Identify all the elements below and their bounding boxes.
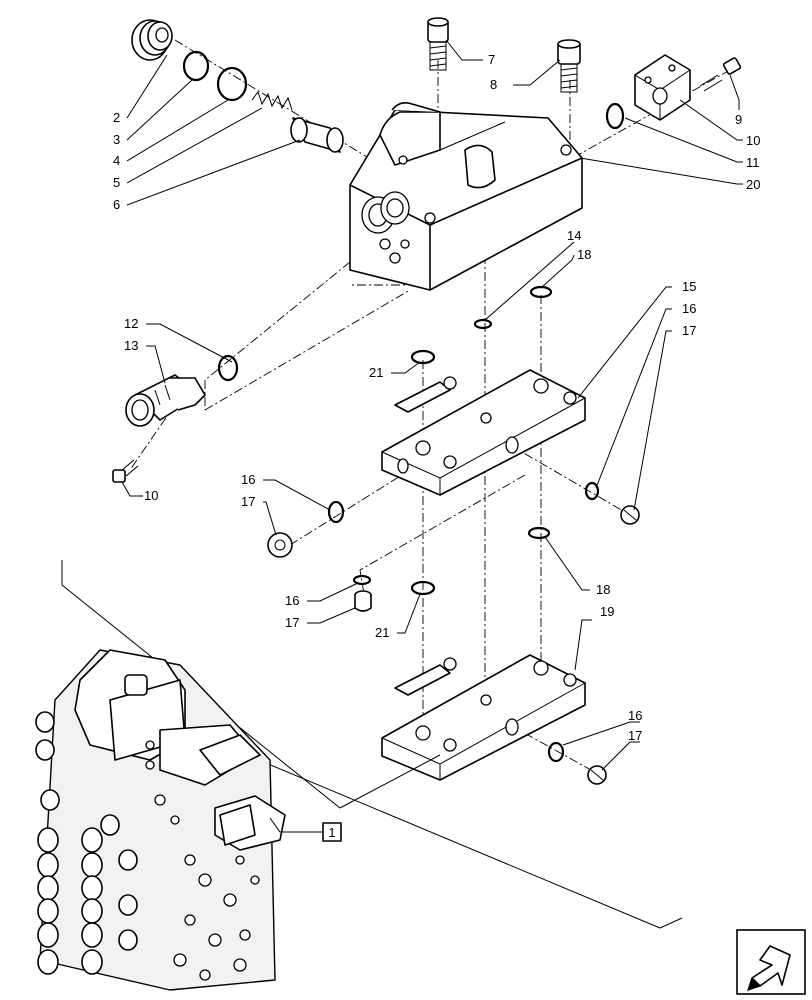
callout-10-bottom: 10 <box>144 488 158 503</box>
callout-4: 4 <box>113 153 120 168</box>
plug-17-mid <box>354 590 372 612</box>
callout-13: 13 <box>124 338 138 353</box>
callout-18-top: 18 <box>577 247 591 262</box>
solenoid-13 <box>125 374 206 427</box>
o-ring-18-upper <box>529 285 553 299</box>
callout-20: 20 <box>746 177 760 192</box>
callout-10-top: 10 <box>746 133 760 148</box>
piston-6 <box>290 117 344 153</box>
o-ring-18-lower <box>527 526 551 540</box>
screw-10-lower <box>112 459 139 483</box>
o-ring-11 <box>605 102 625 130</box>
valve-block-20 <box>349 102 583 291</box>
callout-15: 15 <box>682 279 696 294</box>
callout-16-bottom: 16 <box>628 708 642 723</box>
valve-spools <box>35 711 138 975</box>
callout-17-mid: 17 <box>285 615 299 630</box>
o-ring-16-left <box>327 500 345 524</box>
screw-9 <box>699 57 742 92</box>
o-ring-21-lower <box>410 580 436 596</box>
callout-6: 6 <box>113 197 120 212</box>
plug-17-left <box>267 532 293 558</box>
callout-8: 8 <box>490 77 497 92</box>
o-ring-16-mid <box>352 574 372 586</box>
callout-7: 7 <box>488 52 495 67</box>
plug-17-bottom <box>587 765 607 785</box>
assembly-centerlines <box>129 39 731 776</box>
valve-body-holes <box>145 740 260 981</box>
o-ring-12 <box>217 354 239 382</box>
callout-16-right: 16 <box>682 301 696 316</box>
callout-16-mid: 16 <box>285 593 299 608</box>
callout-12: 12 <box>124 316 138 331</box>
flange-plate-10 <box>634 54 691 121</box>
callout-5: 5 <box>113 175 120 190</box>
callout-17-right: 17 <box>682 323 696 338</box>
plate-19 <box>381 654 586 781</box>
callout-1-box <box>322 822 342 842</box>
callout-3: 3 <box>113 132 120 147</box>
callout-17-left: 17 <box>241 494 255 509</box>
callout-11: 11 <box>746 155 760 170</box>
plate-15 <box>381 369 586 496</box>
arrow-navigation-icon[interactable] <box>736 929 806 995</box>
leader-lines <box>121 39 743 833</box>
o-ring-3 <box>182 50 210 82</box>
o-ring-21-upper <box>410 349 436 365</box>
callout-21-bottom: 21 <box>375 625 389 640</box>
callout-16-left: 16 <box>241 472 255 487</box>
callout-labels: 2 3 4 5 6 7 8 9 10 11 20 12 13 10 14 18 … <box>113 52 760 842</box>
callout-17-bottom: 17 <box>628 728 642 743</box>
callout-19: 19 <box>600 604 614 619</box>
callout-21-top: 21 <box>369 365 383 380</box>
callout-2: 2 <box>113 110 120 125</box>
cap-screw-8 <box>557 39 581 93</box>
o-ring-14 <box>473 318 493 330</box>
plug-2 <box>131 19 173 61</box>
callout-14: 14 <box>567 228 581 243</box>
spring-5 <box>251 90 293 111</box>
o-ring-4 <box>216 66 248 102</box>
o-ring-16-right <box>584 481 600 501</box>
o-ring-16-bottom <box>547 741 565 763</box>
plug-17-right <box>620 505 640 525</box>
cap-screw-7 <box>427 17 449 71</box>
callout-18-bottom: 18 <box>596 582 610 597</box>
callout-9: 9 <box>735 112 742 127</box>
main-valve-assembly-1 <box>35 560 683 991</box>
callout-1: 1 <box>328 825 335 840</box>
